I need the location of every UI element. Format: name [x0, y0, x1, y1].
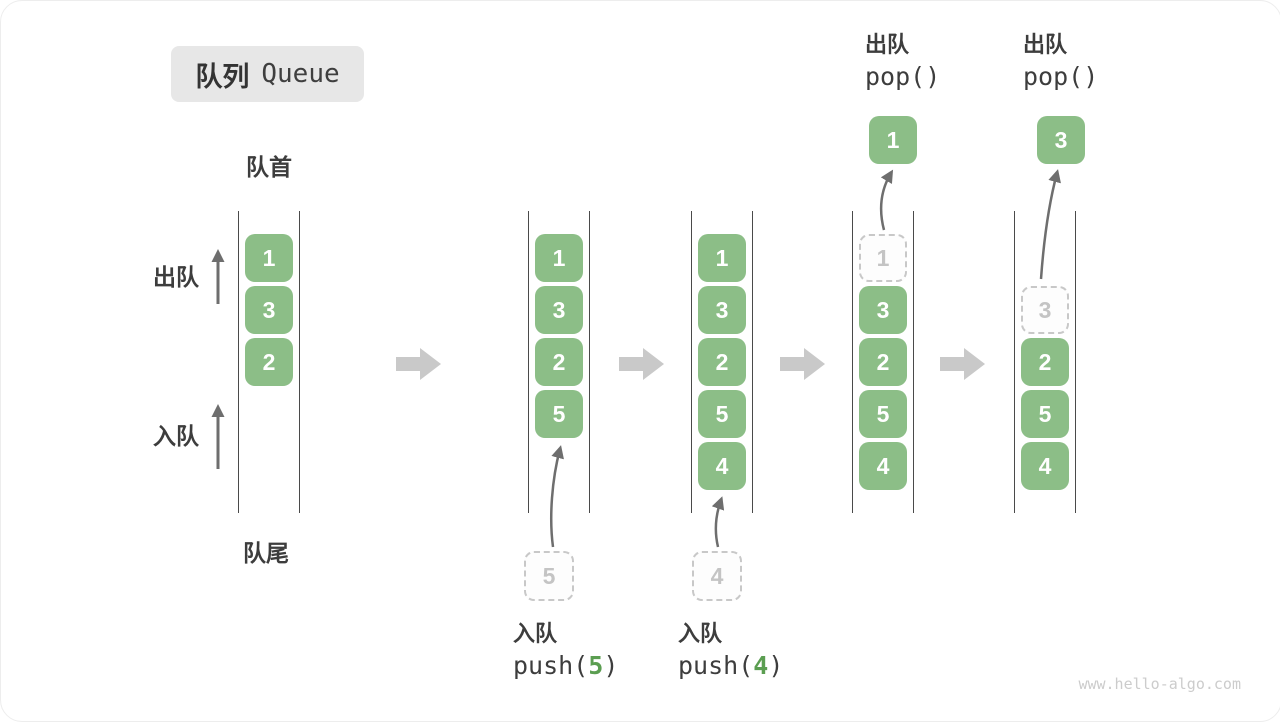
label-queue-rear: 队尾: [243, 540, 289, 566]
queue-cell: 1: [698, 234, 746, 282]
queue-cell: 5: [698, 390, 746, 438]
queue-cell: 2: [859, 338, 907, 386]
queue-cell: 1: [535, 234, 583, 282]
queue-cell: 1: [245, 234, 293, 282]
queue-cell: 5: [859, 390, 907, 438]
queue-cell: 2: [535, 338, 583, 386]
queue-channel-3: [691, 211, 753, 513]
enqueue-op-value: 4: [753, 651, 769, 680]
incoming-element: 5: [524, 551, 574, 601]
next-state-arrow-icon: [619, 348, 664, 380]
popped-element: 1: [869, 116, 917, 164]
dequeue-op-text: 出队: [1023, 32, 1068, 57]
enqueue-op-value: 5: [588, 651, 604, 680]
title-box: 队列 Queue: [171, 46, 364, 102]
queue-cell: 5: [535, 390, 583, 438]
queue-cell: 2: [245, 338, 293, 386]
dequeue-op-code: pop(): [1023, 62, 1099, 91]
enqueue-op-code: push(5): [513, 651, 619, 680]
popped-element: 3: [1037, 116, 1085, 164]
title-english: Queue: [261, 59, 340, 89]
enqueue-op-label: 入队 push(4): [678, 619, 783, 683]
queue-cell: 2: [1021, 338, 1069, 386]
enqueue-op-text: 入队: [513, 621, 558, 646]
label-enqueue-side: 入队: [153, 423, 199, 449]
queue-cell: 3: [859, 286, 907, 334]
dequeue-op-text: 出队: [865, 32, 910, 57]
queue-cell: 4: [859, 442, 907, 490]
label-queue-front: 队首: [246, 154, 292, 180]
next-state-arrow-icon: [940, 348, 985, 380]
queue-channel-2: [528, 211, 590, 513]
dequeue-op-label: 出队 pop(): [1023, 30, 1098, 94]
next-state-arrow-icon: [396, 348, 441, 380]
queue-channel-1: [238, 211, 300, 513]
incoming-element: 4: [692, 551, 742, 601]
label-dequeue-side: 出队: [153, 264, 199, 290]
queue-cell: 4: [698, 442, 746, 490]
queue-channel-4: [852, 211, 914, 513]
queue-cell: 3: [698, 286, 746, 334]
queue-cell: 3: [1021, 286, 1069, 334]
queue-cell: 3: [245, 286, 293, 334]
queue-cell: 1: [859, 234, 907, 282]
queue-cell: 5: [1021, 390, 1069, 438]
enqueue-op-text: 入队: [678, 621, 723, 646]
dequeue-op-label: 出队 pop(): [865, 30, 940, 94]
next-state-arrow-icon: [780, 348, 825, 380]
title-chinese: 队列: [195, 61, 250, 92]
queue-cell: 2: [698, 338, 746, 386]
enqueue-op-label: 入队 push(5): [513, 619, 618, 683]
queue-cell: 3: [535, 286, 583, 334]
enqueue-op-code: push(4): [678, 651, 784, 680]
watermark: www.hello-algo.com: [1078, 675, 1241, 693]
queue-channel-5: [1014, 211, 1076, 513]
dequeue-op-code: pop(): [865, 62, 941, 91]
queue-cell: 4: [1021, 442, 1069, 490]
